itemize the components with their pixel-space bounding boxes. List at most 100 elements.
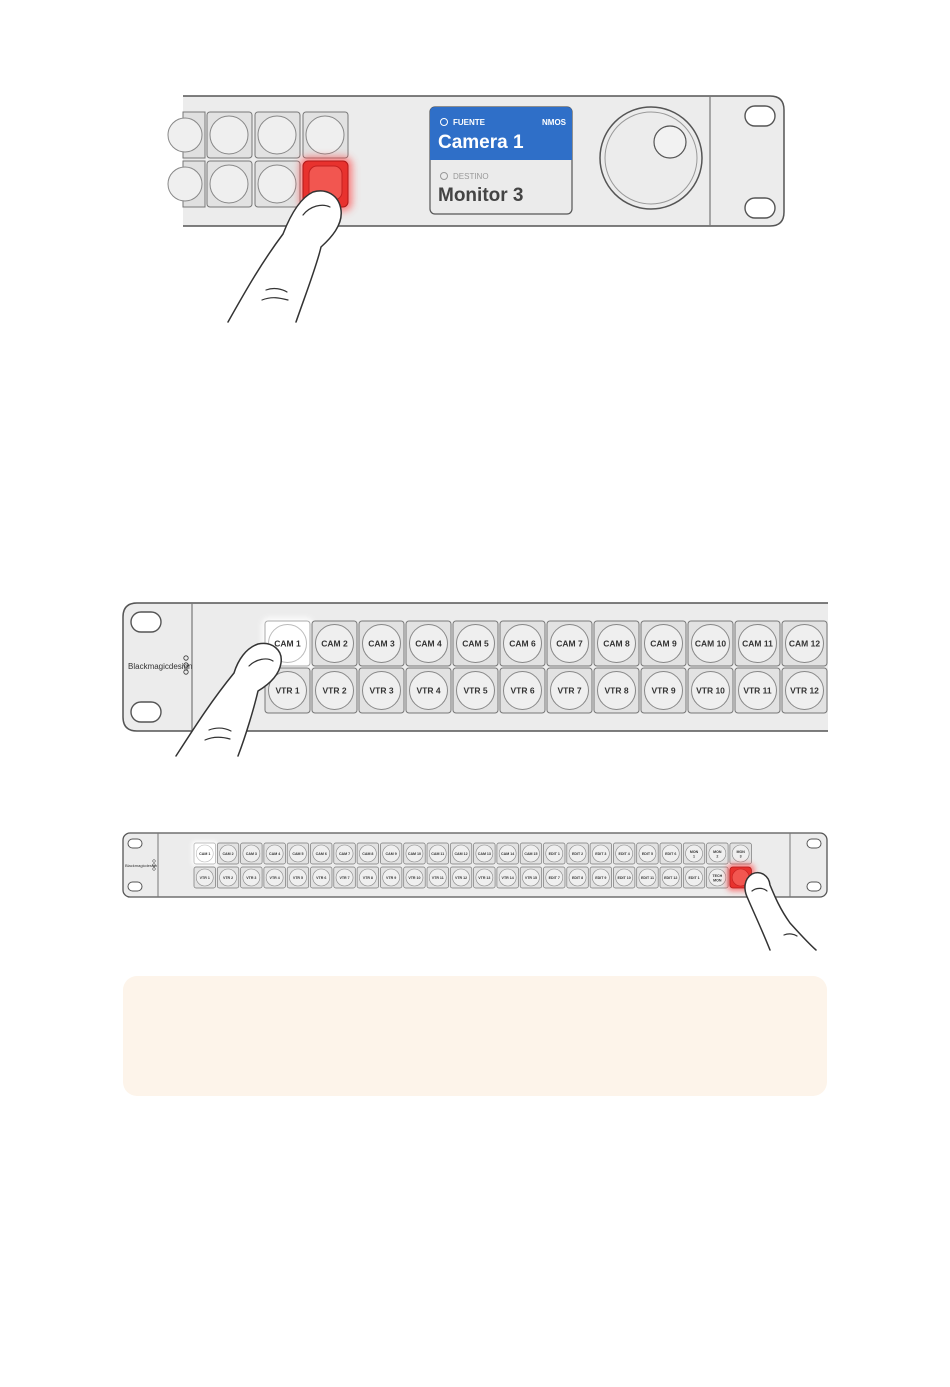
button-label: TECH [712,874,722,878]
button-label: EDIT 5 [642,852,653,856]
button-label: VTR 8 [604,686,628,696]
button-vtr-3[interactable]: VTR 3 [240,866,263,889]
button-cam-4[interactable]: CAM 4 [263,842,286,865]
button-label: EDIT 8 [572,876,583,880]
button-label: VTR 1 [200,876,210,880]
button-label: 1 [693,854,695,858]
button-cam-7[interactable]: CAM 7 [333,842,356,865]
button-label: CAM 3 [246,852,257,856]
button-vtr-12[interactable]: VTR 12 [781,667,828,714]
button-cam-11[interactable]: CAM 11 [426,842,449,865]
rack-hole [744,105,776,127]
button-vtr-6[interactable]: VTR 6 [499,667,546,714]
button-vtr-8[interactable]: VTR 8 [356,866,379,889]
button-vtr-10[interactable]: VTR 10 [403,866,426,889]
button-edit-7[interactable]: EDIT 7 [543,866,566,889]
button-label: CAM 6 [509,639,536,649]
button-label: EDIT 10 [618,876,631,880]
button-cam-12[interactable]: CAM 12 [781,620,828,667]
button-vtr-4[interactable]: VTR 4 [405,667,452,714]
button-vtr-7[interactable]: VTR 7 [333,866,356,889]
button-cam-5[interactable]: CAM 5 [452,620,499,667]
button-cam-2[interactable]: CAM 2 [311,620,358,667]
button-vtr-10[interactable]: VTR 10 [687,667,734,714]
button-label: CAM 12 [454,852,467,856]
button-edit-4[interactable]: EDIT 4 [613,842,636,865]
button-label: CAM 11 [742,639,773,649]
button-label: CAM 2 [321,639,348,649]
button-cam-9[interactable]: CAM 9 [380,842,403,865]
button-vtr-11[interactable]: VTR 11 [734,667,781,714]
button-cam-4[interactable]: CAM 4 [405,620,452,667]
button-vtr-6[interactable]: VTR 6 [310,866,333,889]
button-vtr-1[interactable]: VTR 1 [264,667,311,714]
button-vtr-11[interactable]: VTR 11 [426,866,449,889]
button-cam-10[interactable]: CAM 10 [403,842,426,865]
button-edit-2[interactable]: EDIT 2 [566,842,589,865]
button-vtr-1[interactable]: VTR 1 [193,866,216,889]
button-cam-3[interactable]: CAM 3 [240,842,263,865]
button-cam-15[interactable]: CAM 15 [519,842,543,865]
mid-logo-circles [183,655,189,675]
button-edit-5[interactable]: EDIT 5 [636,842,659,865]
button-vtr-12[interactable]: VTR 12 [449,866,473,889]
button-vtr-8[interactable]: VTR 8 [593,667,640,714]
button-vtr-2[interactable]: VTR 2 [216,866,240,889]
button-edit-10[interactable]: EDIT 10 [613,866,636,889]
button-vtr-9[interactable]: VTR 9 [380,866,403,889]
button-cam-6[interactable]: CAM 6 [499,620,546,667]
button-label: VTR 6 [510,686,534,696]
button-cam-3[interactable]: CAM 3 [358,620,405,667]
button-cam-8[interactable]: CAM 8 [593,620,640,667]
button-label: VTR 5 [463,686,487,696]
button-cam-1[interactable]: CAM 1 [192,841,218,866]
rotary-knob[interactable] [599,106,703,210]
button-edit-9[interactable]: EDIT 9 [589,866,612,889]
button-vtr-9[interactable]: VTR 9 [640,667,687,714]
button-cam-1[interactable]: CAM 1 [262,618,313,669]
button-edit-3[interactable]: EDIT 3 [589,842,612,865]
button-cam-6[interactable]: CAM 6 [310,842,333,865]
button-vtr-2[interactable]: VTR 2 [311,667,358,714]
button-label: MON [690,850,699,854]
button-cam-7[interactable]: CAM 7 [546,620,593,667]
button-label: CAM 9 [650,639,677,649]
button-cam-11[interactable]: CAM 11 [734,620,781,667]
button-label: EDIT 11 [641,876,654,880]
button-edit-1[interactable]: EDIT 1 [543,842,566,865]
button-label: CAM 8 [603,639,630,649]
button-label: CAM 10 [408,852,421,856]
button-vtr-3[interactable]: VTR 3 [358,667,405,714]
button-cam-5[interactable]: CAM 5 [286,842,310,865]
button-vtr-7[interactable]: VTR 7 [546,667,593,714]
lcd-display: FUENTE NMOS Camera 1 DESTINO Monitor 3 [429,106,573,215]
button-cam-9[interactable]: CAM 9 [640,620,687,667]
button-vtr-13[interactable]: VTR 13 [473,866,496,889]
button-edit-8[interactable]: EDIT 8 [566,866,589,889]
button-vtr-4[interactable]: VTR 4 [263,866,286,889]
button-vtr-15[interactable]: VTR 15 [519,866,543,889]
button-vtr-5[interactable]: VTR 5 [452,667,499,714]
button-edit-12[interactable]: EDIT 12 [659,866,682,889]
button-label: VTR 14 [502,876,514,880]
button-vtr-14[interactable]: VTR 14 [496,866,519,889]
button-label: VTR 3 [246,876,256,880]
button-cam-2[interactable]: CAM 2 [216,842,240,865]
button-label: VTR 2 [223,876,233,880]
button-cam-8[interactable]: CAM 8 [356,842,379,865]
button-cam-12[interactable]: CAM 12 [449,842,473,865]
button-edit-1[interactable]: EDIT 1 [682,866,706,889]
button-edit-11[interactable]: EDIT 11 [636,866,659,889]
button-edit-6[interactable]: EDIT 6 [659,842,682,865]
button-cam-13[interactable]: CAM 13 [473,842,496,865]
rack-hole [127,838,143,849]
button-cam-14[interactable]: CAM 14 [496,842,519,865]
button-label: EDIT 4 [619,852,630,856]
button-cam-10[interactable]: CAM 10 [687,620,734,667]
button-vtr-5[interactable]: VTR 5 [286,866,310,889]
button-label: CAM 12 [789,639,820,649]
